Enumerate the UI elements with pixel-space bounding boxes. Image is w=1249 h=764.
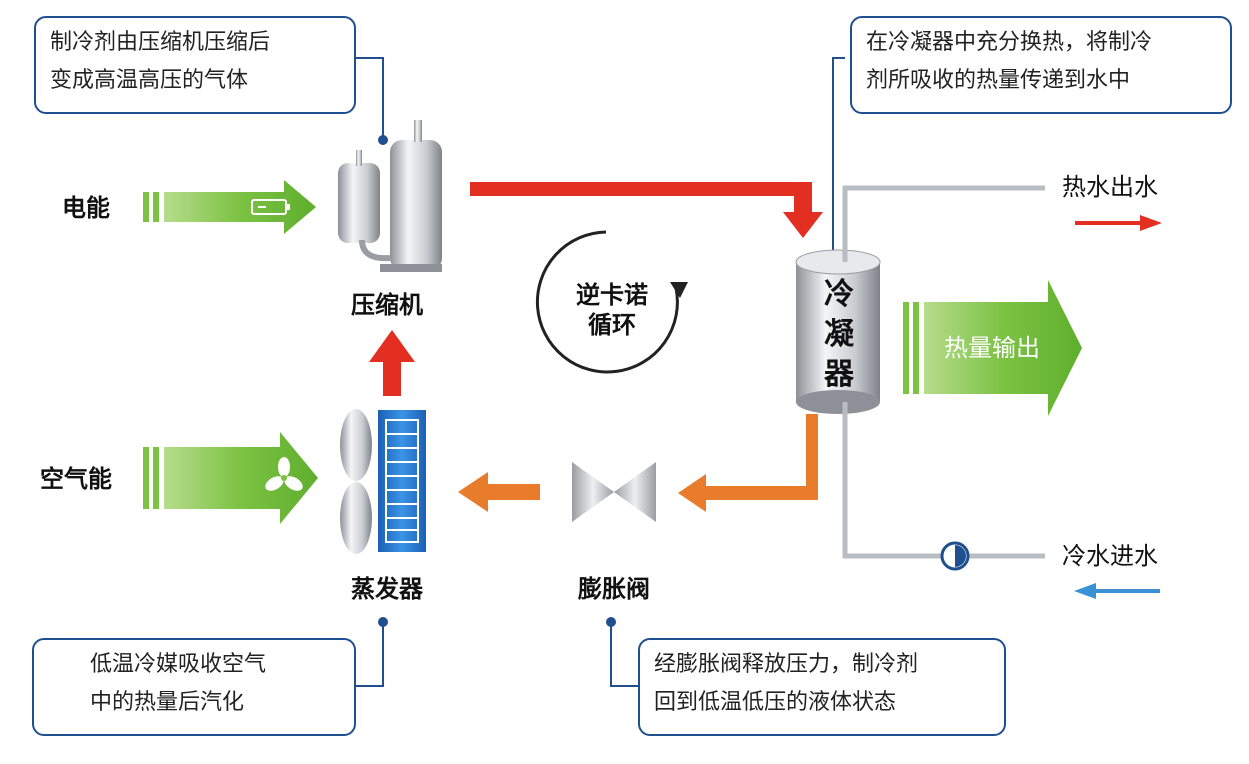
cycle-arrow [535, 230, 688, 374]
condenser-tank [795, 249, 881, 414]
hot-water-out-label: 热水出水 [1062, 173, 1158, 201]
cold-water-arrow [1074, 583, 1160, 599]
evaporator-callout-line2: 中的热量后汽化 [90, 690, 245, 715]
condenser-char-2: 凝 [824, 317, 854, 352]
electric-energy-arrow [143, 180, 316, 234]
condenser-callout: 在冷凝器中充分换热，将制冷 剂所吸收的热量传递到水中 [850, 16, 1232, 114]
evaporator-callout: 低温冷媒吸收空气 中的热量后汽化 [32, 638, 356, 736]
expansion-valve-label: 膨胀阀 [578, 575, 650, 603]
heat-output-arrow [903, 280, 1082, 416]
cold-water-in-label: 冷水进水 [1062, 542, 1158, 570]
evaporator-callout-line1: 低温冷媒吸收空气 [90, 652, 267, 677]
callout-connectors [355, 57, 845, 687]
compressor-label: 压缩机 [351, 291, 423, 319]
air-energy-arrow [143, 432, 318, 524]
evaporator-to-compressor-arrow [369, 330, 415, 396]
condenser-char-1: 冷 [824, 277, 854, 312]
compressor-callout-line2: 变成高温高压的气体 [50, 68, 249, 93]
expansion-valve-icon [572, 462, 656, 522]
valve-callout-line1: 经膨胀阀释放压力，制冷剂 [654, 652, 919, 677]
connector-dots [378, 135, 838, 627]
hot-water-arrow [1075, 215, 1162, 231]
condenser-callout-line1: 在冷凝器中充分换热，将制冷 [866, 30, 1153, 55]
valve-to-evaporator-arrow [458, 472, 540, 512]
cycle-label-line2: 循环 [588, 311, 636, 339]
evaporator-icon [340, 409, 426, 554]
fan-icon [265, 457, 303, 491]
condenser-char-3: 器 [824, 357, 854, 392]
condenser-to-valve-flow [678, 414, 818, 512]
compressor-callout-line1: 制冷剂由压缩机压缩后 [50, 30, 271, 55]
valve-callout-line2: 回到低温低压的液体状态 [654, 690, 897, 715]
pump-icon [940, 541, 970, 571]
condenser-label: 冷 凝 器 [817, 275, 861, 395]
hot-refrigerant-flow [470, 182, 823, 238]
evaporator-label: 蒸发器 [351, 575, 423, 603]
heat-output-label: 热量输出 [944, 334, 1040, 362]
cycle-label: 逆卡诺 循环 [562, 280, 662, 340]
valve-callout: 经膨胀阀释放压力，制冷剂 回到低温低压的液体状态 [638, 638, 1006, 736]
water-pipes [842, 185, 1045, 559]
compressor-icon [338, 120, 442, 272]
cycle-label-line1: 逆卡诺 [576, 281, 648, 309]
electric-energy-label: 电能 [62, 194, 110, 222]
air-energy-label: 空气能 [40, 465, 112, 493]
compressor-callout: 制冷剂由压缩机压缩后 变成高温高压的气体 [34, 16, 356, 114]
condenser-callout-line2: 剂所吸收的热量传递到水中 [866, 68, 1131, 93]
